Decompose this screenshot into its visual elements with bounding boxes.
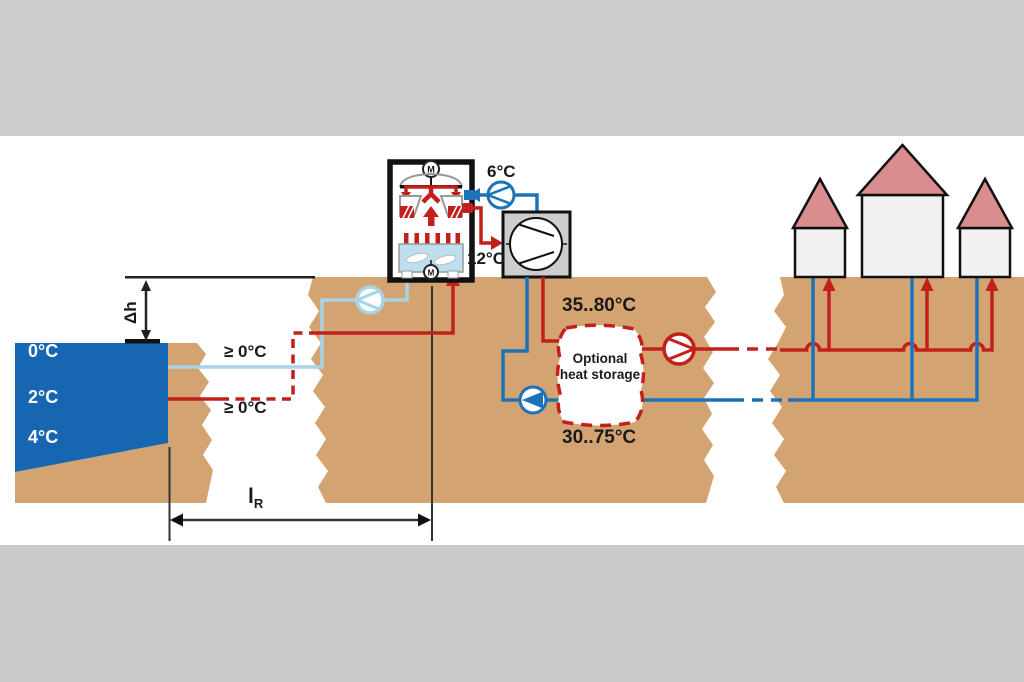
lake-return-pump-icon	[353, 285, 385, 315]
house-small-left	[790, 176, 850, 279]
optional-heat-storage	[555, 323, 646, 428]
lr-symbol: l	[248, 485, 254, 508]
top-border-band	[0, 0, 1024, 136]
ground-right-section	[768, 277, 1024, 503]
lake-temp-4: 4°C	[28, 427, 59, 447]
bottom-motor-icon	[423, 264, 439, 280]
source-return-label: ≥ 0°C	[224, 398, 267, 417]
roof-icon	[955, 176, 1015, 230]
district-supply-pump-icon	[662, 332, 699, 366]
source-supply-label: ≥ 0°C	[224, 342, 267, 361]
storage-return-pipe	[501, 277, 562, 415]
storage-label-line2: heat storage	[559, 367, 641, 382]
delta-h-label: Δh	[121, 301, 140, 324]
storage-supply-pipe	[541, 277, 560, 343]
warm-outlet-port	[462, 203, 473, 213]
compressor-icon	[509, 217, 563, 271]
district-return-pipe	[640, 277, 979, 402]
house-large-center	[855, 143, 950, 279]
warm-outlet-temp-label: 12°C	[467, 249, 505, 268]
delta-h-dimension	[125, 276, 315, 341]
lake-temp-2: 2°C	[28, 387, 59, 407]
warm-loop-12c	[472, 206, 503, 250]
supply-range-label: 35..80°C	[562, 295, 637, 316]
bottom-motor-label: M	[428, 269, 435, 278]
heat-exchanger-unit: M	[387, 159, 475, 283]
heat-pump-box	[501, 210, 572, 279]
storage-label-line1: Optional	[572, 351, 628, 366]
return-range-label: 30..75°C	[562, 427, 637, 448]
fan-impeller-icon	[405, 252, 457, 266]
return-pump-icon	[518, 385, 548, 415]
water-level-tick	[125, 339, 160, 344]
heat-exchanger-coil-left	[400, 205, 415, 219]
lake-water-body	[15, 339, 168, 472]
roof-icon	[855, 143, 950, 197]
supply-arrowheads	[822, 277, 999, 291]
bottom-border-band	[0, 545, 1024, 682]
cold-loop-6c	[468, 180, 539, 213]
lake-temp-0: 0°C	[28, 341, 59, 361]
cold-inlet-temp-label: 6°C	[487, 162, 516, 181]
lr-dimension	[168, 286, 433, 541]
lake-return-pipe	[168, 276, 409, 369]
cold-loop-pump-icon	[484, 180, 516, 210]
house-small-right	[955, 176, 1015, 279]
lr-subscript: R	[253, 496, 264, 512]
top-motor-label: M	[427, 165, 435, 175]
ground-shore-section	[15, 343, 213, 503]
lr-length-label: lR	[248, 486, 263, 510]
heat-exchanger-coil-right	[448, 205, 463, 219]
roof-icon	[790, 176, 850, 230]
